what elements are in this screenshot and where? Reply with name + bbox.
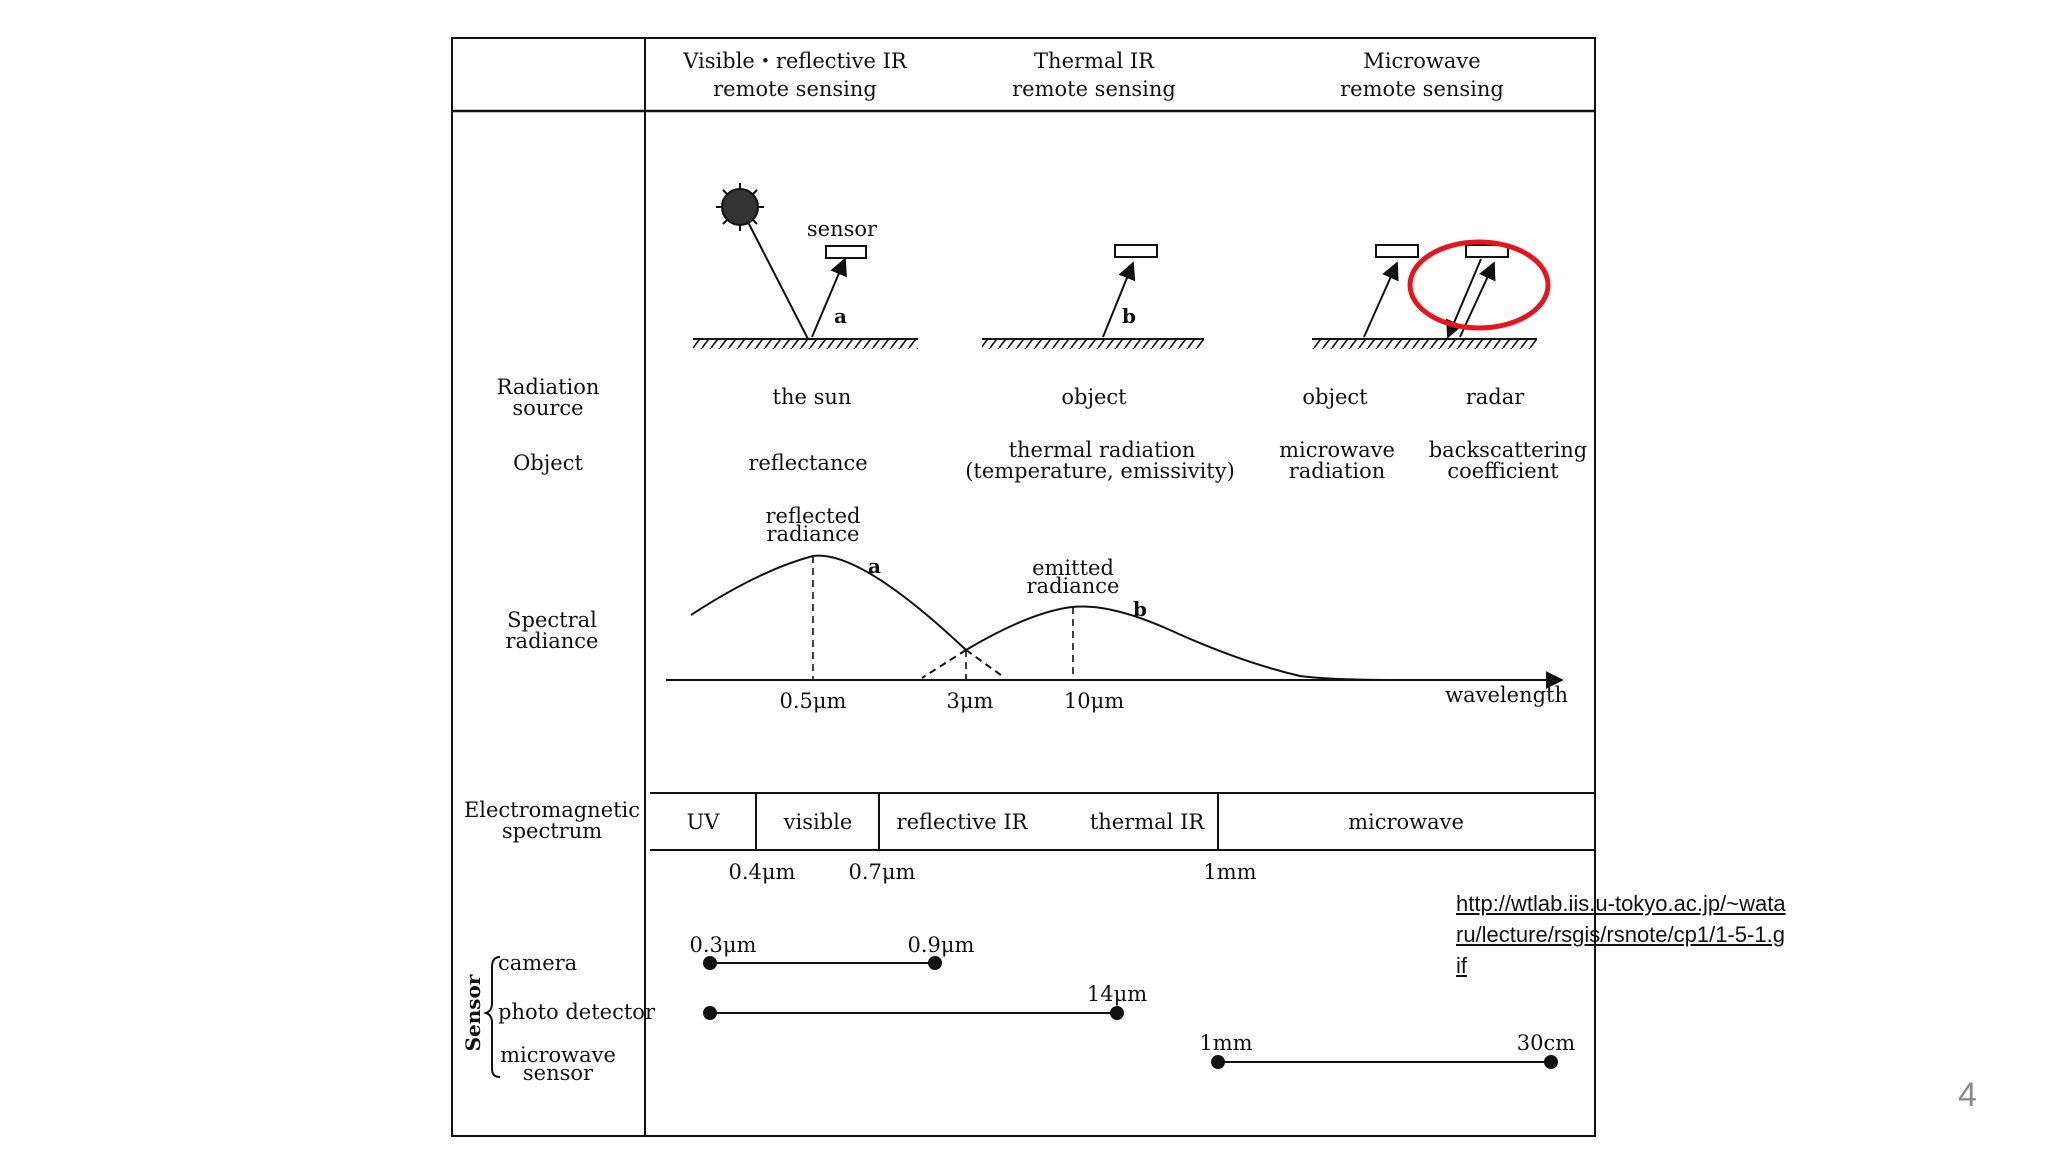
highlight-circle <box>1407 239 1551 331</box>
tick-0-5um: 0.5μm <box>780 689 847 713</box>
row-label-object: Object <box>513 451 583 475</box>
thermal-scene: b <box>982 244 1204 349</box>
table-frame <box>451 37 1596 1137</box>
reflected-curve-tail <box>965 649 1006 679</box>
microwave-ray <box>1363 261 1399 338</box>
spectral-radiance-plot <box>666 554 1564 689</box>
sensor-camera: camera <box>498 951 577 975</box>
ground-hatch <box>1312 339 1537 349</box>
sensor-ranges <box>703 956 1558 1069</box>
camera-start-label: 0.3μm <box>690 933 757 957</box>
row-label-sensor: Sensor <box>461 974 485 1051</box>
microwave-range-start <box>1211 1055 1225 1069</box>
object-microwave-2: radiation <box>1289 459 1386 483</box>
photo-range-end <box>1110 1006 1124 1020</box>
reflected-ray <box>811 257 847 338</box>
header-col1-line1: Visible・reflective IR <box>682 49 908 73</box>
sensor-brace <box>482 956 501 1078</box>
microwave-scene <box>1312 239 1551 349</box>
ground-hatch <box>693 339 918 349</box>
reflected-radiance-curve <box>690 554 967 651</box>
curve-b-label: b <box>1133 597 1147 621</box>
header-col3-line1: Microwave <box>1363 49 1480 73</box>
source-object-thermal: object <box>1061 385 1127 409</box>
band-reflective-ir: reflective IR <box>897 810 1029 834</box>
camera-range-end <box>928 956 942 970</box>
object-microwave-1: microwave <box>1279 438 1395 462</box>
row-label-em-1: Electromagnetic <box>464 798 640 822</box>
sensor-icon <box>1114 244 1158 258</box>
object-thermal-2: (temperature, emissivity) <box>965 459 1235 483</box>
row-label-spectral-2: radiance <box>506 629 599 653</box>
microwave-range-end <box>1544 1055 1558 1069</box>
bound-0-4um: 0.4μm <box>729 860 796 884</box>
row-label-spectral-1: Spectral <box>507 608 597 632</box>
sun-rays <box>716 183 764 231</box>
band-visible: visible <box>783 810 853 834</box>
sensor-icon <box>825 245 867 259</box>
band-microwave: microwave <box>1348 810 1464 834</box>
row-label-em-2: spectrum <box>502 819 602 843</box>
reflected-label-1: reflected <box>766 504 861 528</box>
photo-range-start <box>703 1006 717 1020</box>
sensor-photo-detector: photo detector <box>498 1000 656 1024</box>
object-backscatter-1: backscattering <box>1429 438 1588 462</box>
band-thermal-ir: thermal IR <box>1090 810 1206 834</box>
microwave-end-label: 30cm <box>1517 1031 1575 1055</box>
source-object-microwave: object <box>1302 385 1368 409</box>
row-label-radiation-2: source <box>512 396 583 420</box>
emitted-label-1: emitted <box>1032 556 1114 580</box>
reflective-scene: sensor a <box>693 183 918 349</box>
ground-hatch <box>982 339 1204 349</box>
camera-range-start <box>703 956 717 970</box>
header-col1-line2: remote sensing <box>713 77 877 101</box>
source-sun: the sun <box>773 385 852 409</box>
bound-1mm: 1mm <box>1203 860 1256 884</box>
tick-10um: 10μm <box>1064 689 1124 713</box>
passive-sensor-icon <box>1375 244 1419 258</box>
object-reflectance: reflectance <box>748 451 867 475</box>
microwave-start-label: 1mm <box>1199 1031 1252 1055</box>
axis-wavelength-label: wavelength <box>1445 683 1568 707</box>
radar-icon <box>1465 244 1509 258</box>
page-number: 4 <box>1958 1076 1977 1114</box>
emitted-ray <box>1102 261 1136 338</box>
path-a-label: a <box>834 304 847 328</box>
emitted-curve-tail <box>921 649 967 679</box>
source-radar: radar <box>1466 385 1526 409</box>
object-backscatter-2: coefficient <box>1447 459 1559 483</box>
emitted-radiance-curve <box>965 605 1401 681</box>
incident-ray <box>747 221 809 340</box>
radar-return-ray <box>1459 261 1496 338</box>
bound-0-7um: 0.7μm <box>849 860 916 884</box>
sensor-microwave-2: sensor <box>523 1061 594 1085</box>
header-col2-line1: Thermal IR <box>1034 49 1155 73</box>
camera-end-label: 0.9μm <box>908 933 975 957</box>
row-label-radiation-1: Radiation <box>497 375 600 399</box>
header-col3-line2: remote sensing <box>1340 77 1504 101</box>
sun-icon <box>721 188 759 226</box>
reflected-label-2: radiance <box>767 522 860 546</box>
header-col2-line2: remote sensing <box>1012 77 1176 101</box>
emitted-label-2: radiance <box>1027 574 1120 598</box>
curve-a-label: a <box>868 554 881 578</box>
tick-3um: 3μm <box>947 689 994 713</box>
photo-end-label: 14μm <box>1087 982 1147 1006</box>
object-thermal-1: thermal radiation <box>1009 438 1196 462</box>
sensor-label: sensor <box>807 217 878 241</box>
path-b-label: b <box>1122 304 1136 328</box>
sensor-microwave-1: microwave <box>500 1043 616 1067</box>
source-url-link[interactable]: http://wtlab.iis.u-tokyo.ac.jp/~wataru/l… <box>1456 891 1786 978</box>
band-uv: UV <box>687 810 721 834</box>
